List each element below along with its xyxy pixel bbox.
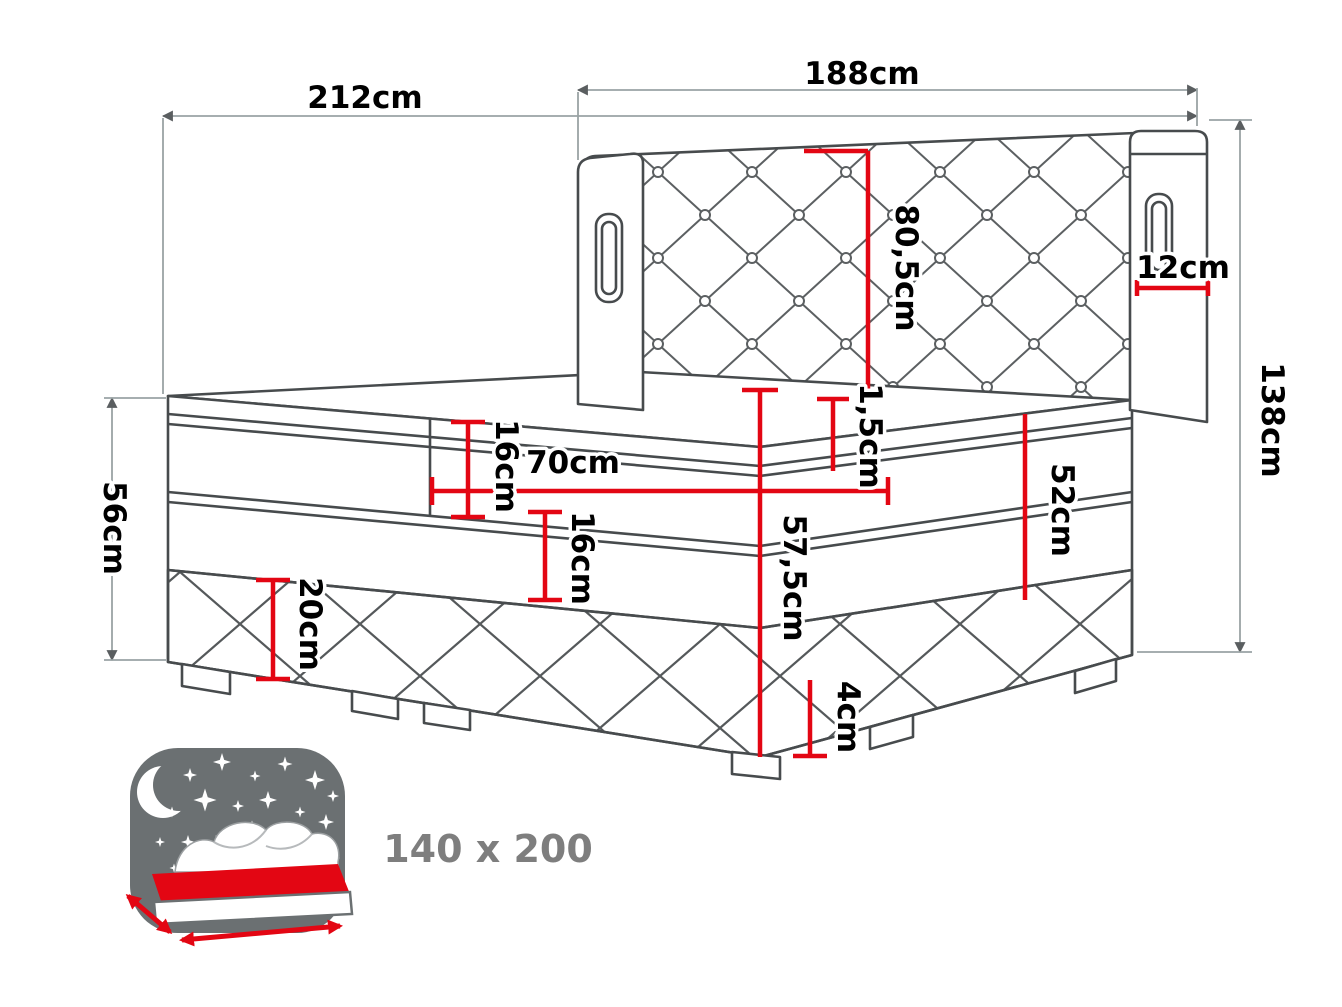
- label-front-height: 57,5cm: [776, 514, 812, 641]
- bed-foot-2: [350, 689, 400, 721]
- dim-line-lower-mattress: [528, 509, 562, 603]
- left-wing-handle-outer: [594, 212, 624, 304]
- label-feet-height: 4cm: [830, 681, 866, 753]
- label-box-height: 52cm: [1044, 463, 1080, 557]
- label-total-height: 138cm: [1254, 362, 1290, 477]
- dim-line-half-width: [429, 477, 891, 505]
- right-wing-handle-outer: [1144, 192, 1174, 280]
- headboard-right-wing: [1128, 129, 1209, 424]
- bed-drawing: [166, 129, 1209, 781]
- dim-line-mattress-thickness: [451, 419, 485, 520]
- gray-dimension-lines: [104, 84, 1252, 662]
- bed-foot-1: [180, 662, 232, 696]
- headboard-left-wing: [576, 152, 645, 412]
- right-face-band-lines: [759, 416, 1133, 630]
- label-total-width: 212cm: [307, 80, 422, 116]
- label-side-panel-depth: 12cm: [1136, 250, 1230, 286]
- dimension-labels: 212cm 188cm 138cm 56cm 80,5cm 12cm 1,5cm…: [93, 53, 1294, 757]
- badge-direction-arrows: [125, 894, 343, 947]
- label-headboard-height: 80,5cm: [888, 204, 924, 331]
- dim-line-headboard-height: [804, 148, 871, 391]
- dim-line-base-height: [256, 577, 290, 682]
- bed-foot-4: [730, 750, 782, 781]
- label-topper-thickness: 1,5cm: [852, 383, 888, 489]
- label-base-height: 20cm: [292, 577, 328, 671]
- headboard-panel: [580, 131, 1148, 410]
- label-headboard-width: 188cm: [804, 56, 919, 92]
- bed-foot-5: [868, 713, 915, 751]
- bed-foot-6: [1073, 657, 1118, 695]
- dim-line-topper: [817, 396, 849, 471]
- size-badge: 140 x 200: [125, 748, 593, 947]
- moon-shadow: [153, 759, 205, 811]
- label-mattress-thickness: 16cm: [488, 419, 524, 513]
- label-half-width: 70cm: [526, 445, 620, 481]
- red-dimension-lines: [256, 148, 1211, 759]
- right-wing-handle-inner: [1150, 200, 1168, 272]
- dim-line-front-height: [742, 387, 778, 757]
- label-lower-mattress: 16cm: [564, 511, 600, 605]
- badge-size-text: 140 x 200: [383, 827, 593, 871]
- dim-line-feet-height: [793, 680, 827, 759]
- bed-foot-3: [422, 701, 472, 732]
- label-side-height: 56cm: [96, 481, 132, 575]
- width-arrow: [125, 894, 173, 934]
- length-arrow: [179, 919, 343, 947]
- badge-duvet-fold: [213, 829, 313, 850]
- dim-line-side-panel-depth: [1134, 280, 1211, 296]
- left-wing-handle-inner: [600, 220, 618, 296]
